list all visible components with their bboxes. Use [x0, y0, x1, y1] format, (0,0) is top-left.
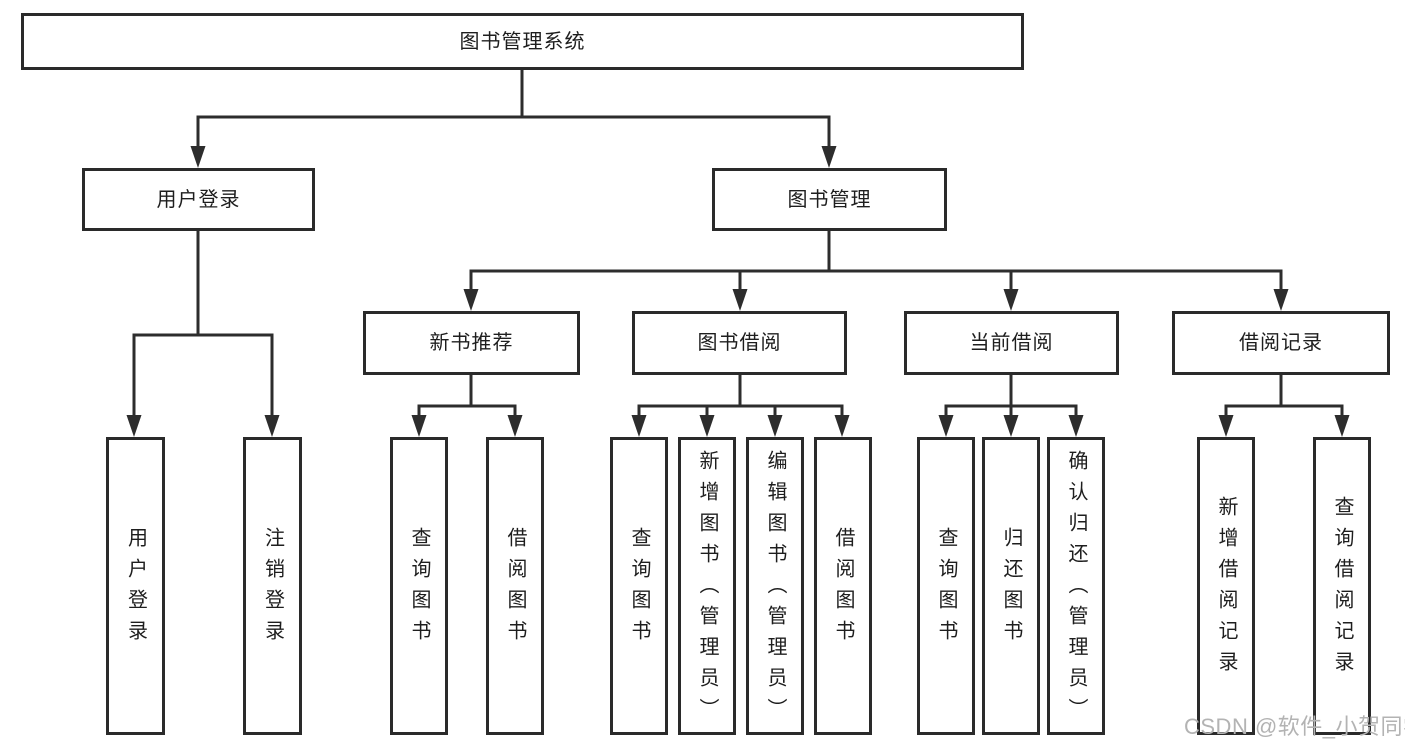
connector-new-book-recommend-to-leaves	[417, 375, 517, 418]
leaf-query-books-recommend: 查询图书	[390, 437, 448, 735]
node-book-management: 图书管理	[712, 168, 947, 231]
connector-book-borrow-to-leaves	[637, 375, 844, 418]
leaf-add-borrow-record: 新增借阅记录	[1197, 437, 1255, 735]
node-user-login: 用户登录	[82, 168, 315, 231]
node-borrow-records: 借阅记录	[1172, 311, 1390, 375]
leaf-confirm-return-admin: 确认归还（管理员）	[1047, 437, 1105, 735]
leaf-query-borrow-record: 查询借阅记录	[1313, 437, 1371, 735]
connector-borrow-records-to-leaves	[1224, 375, 1344, 418]
leaf-return-books: 归还图书	[982, 437, 1040, 735]
leaf-add-book-admin: 新增图书（管理员）	[678, 437, 736, 735]
leaf-logout-login: 注销登录	[243, 437, 302, 735]
node-current-borrow: 当前借阅	[904, 311, 1119, 375]
leaf-borrow-books-recommend: 借阅图书	[486, 437, 544, 735]
leaf-edit-book-admin: 编辑图书（管理员）	[746, 437, 804, 735]
connector-current-borrow-to-leaves	[944, 375, 1078, 418]
node-root-library-system: 图书管理系统	[21, 13, 1024, 70]
connector-user-login-to-leaves	[132, 231, 274, 418]
leaf-query-books-borrow: 查询图书	[610, 437, 668, 735]
node-book-borrow: 图书借阅	[632, 311, 847, 375]
connector-book-management-to-level3	[469, 231, 1283, 292]
csdn-watermark: CSDN @软件_小贺同学	[1184, 714, 1405, 739]
leaf-user-login: 用户登录	[106, 437, 165, 735]
connector-root-to-level2	[196, 70, 831, 149]
node-new-book-recommend: 新书推荐	[363, 311, 580, 375]
leaf-query-books-current: 查询图书	[917, 437, 975, 735]
leaf-borrow-books: 借阅图书	[814, 437, 872, 735]
